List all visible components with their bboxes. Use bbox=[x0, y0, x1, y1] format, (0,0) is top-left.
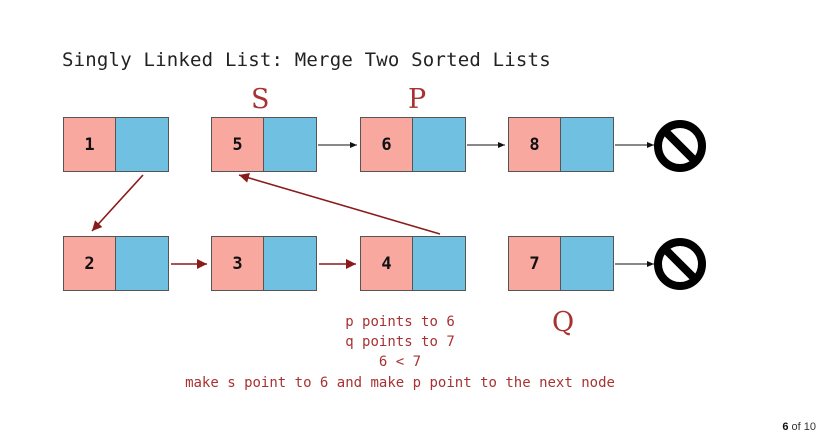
caption-line: 6 < 7 bbox=[378, 354, 422, 370]
list-node: 7 bbox=[508, 236, 614, 291]
page-separator: of bbox=[791, 421, 801, 433]
node-value: 8 bbox=[509, 118, 561, 171]
node-next-pointer bbox=[264, 237, 316, 290]
node-value: 3 bbox=[212, 237, 264, 290]
pointer-label-s: S bbox=[251, 84, 270, 115]
page-total: 10 bbox=[803, 421, 816, 433]
page-current: 6 bbox=[782, 421, 789, 433]
node-value: 6 bbox=[361, 118, 413, 171]
list-node: 3 bbox=[211, 236, 317, 291]
list-node: 5 bbox=[211, 117, 317, 172]
node-next-pointer bbox=[116, 118, 168, 171]
node-next-pointer bbox=[413, 237, 465, 290]
pagination: 6 of 10 bbox=[782, 421, 816, 433]
node-next-pointer bbox=[413, 118, 465, 171]
node-next-pointer bbox=[264, 118, 316, 171]
list-node: 1 bbox=[63, 117, 169, 172]
list-node: 6 bbox=[360, 117, 466, 172]
node-value: 7 bbox=[509, 237, 561, 290]
pointer-label-p: P bbox=[408, 84, 427, 115]
caption-line: q points to 7 bbox=[345, 334, 455, 350]
pointer-label-q: Q bbox=[552, 307, 575, 338]
merge-arrow bbox=[238, 173, 441, 235]
caption-line: make s point to 6 and make p point to th… bbox=[185, 375, 615, 391]
node-value: 1 bbox=[64, 118, 116, 171]
null-symbol-icon bbox=[654, 120, 706, 172]
list-node: 8 bbox=[508, 117, 614, 172]
merge-arrow bbox=[91, 174, 144, 232]
null-symbol-icon bbox=[654, 238, 706, 290]
node-value: 2 bbox=[64, 237, 116, 290]
node-next-pointer bbox=[561, 118, 613, 171]
list-node: 2 bbox=[63, 236, 169, 291]
caption-line: p points to 6 bbox=[345, 314, 455, 330]
page-title: Singly Linked List: Merge Two Sorted Lis… bbox=[62, 49, 551, 71]
node-value: 5 bbox=[212, 118, 264, 171]
node-value: 4 bbox=[361, 237, 413, 290]
node-next-pointer bbox=[561, 237, 613, 290]
node-next-pointer bbox=[116, 237, 168, 290]
list-node: 4 bbox=[360, 236, 466, 291]
